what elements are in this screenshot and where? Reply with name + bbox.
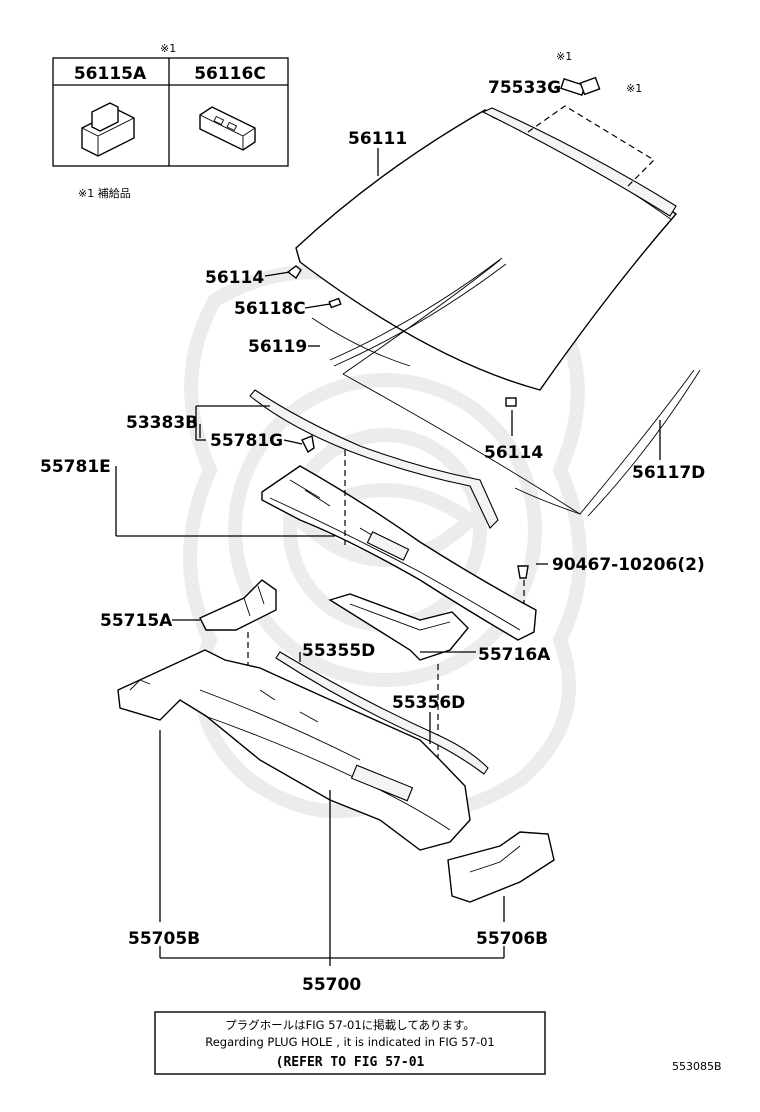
note-line-3: (REFER TO FIG 57-01 (276, 1055, 425, 1070)
label-55781e: 55781E (40, 457, 111, 477)
label-55355d: 55355D (302, 641, 375, 661)
label-56114-top: 56114 (205, 268, 264, 288)
label-56118c: 56118C (234, 299, 306, 319)
label-55706b: 55706B (476, 929, 548, 949)
clip-56118c-drawing (328, 297, 342, 309)
table-mark: ※1 (160, 42, 176, 55)
replacement-parts-table: ※1 56115A 56116C ※1 補給品 (52, 42, 289, 200)
bolt-90467-drawing (517, 565, 529, 579)
table-header-56115a: 56115A (74, 64, 147, 84)
leader-lines (115, 87, 661, 966)
label-56111: 56111 (348, 129, 407, 149)
clip-56115a-drawing (81, 102, 135, 157)
assembly-dashed-line (527, 105, 655, 189)
bracket-55715a-drawing (199, 579, 277, 631)
figure-code: 553085B (672, 1060, 722, 1073)
label-90467: 90467-10206(2) (552, 555, 705, 575)
label-55356d: 55356D (392, 693, 465, 713)
label-55700: 55700 (302, 975, 361, 995)
windshield-weatherstrip-drawing (342, 259, 701, 517)
molding-end-pieces (560, 76, 601, 97)
note-box: プラグホールはFIG 57-01に掲載してあります。 Regarding PLU… (154, 1011, 546, 1075)
label-55705b: 55705B (128, 929, 200, 949)
table-header-56116c: 56116C (194, 64, 266, 84)
label-56114-lower: 56114 (484, 443, 543, 463)
label-55716a: 55716A (478, 645, 551, 665)
clip-56116c-drawing (199, 106, 256, 151)
note-line-1: プラグホールはFIG 57-01に掲載してあります。 (225, 1018, 475, 1032)
label-55781g: 55781G (210, 431, 283, 451)
label-56119: 56119 (248, 337, 307, 357)
spacer-56114-drawing (286, 265, 302, 280)
cowl-louver-drawing (249, 389, 537, 641)
spacer-56114-lower-drawing (505, 397, 517, 407)
bracket-55716a-drawing (328, 593, 469, 661)
label-53383b: 53383B (126, 413, 198, 433)
dam-56119-left (311, 317, 411, 367)
label-56117d: 56117D (632, 463, 705, 483)
table-footnote: ※1 補給品 (78, 186, 131, 200)
label-75533g: 75533G (488, 78, 561, 98)
label-55715a: 55715A (100, 611, 173, 631)
note-line-2: Regarding PLUG HOLE , it is indicated in… (205, 1035, 494, 1049)
label-mark-a: ※1 (556, 50, 572, 63)
label-mark-b: ※1 (626, 82, 642, 95)
clip-55781g-drawing (301, 435, 315, 454)
dash-panel-drawing (117, 649, 555, 903)
windshield-glass-drawing (295, 107, 678, 391)
